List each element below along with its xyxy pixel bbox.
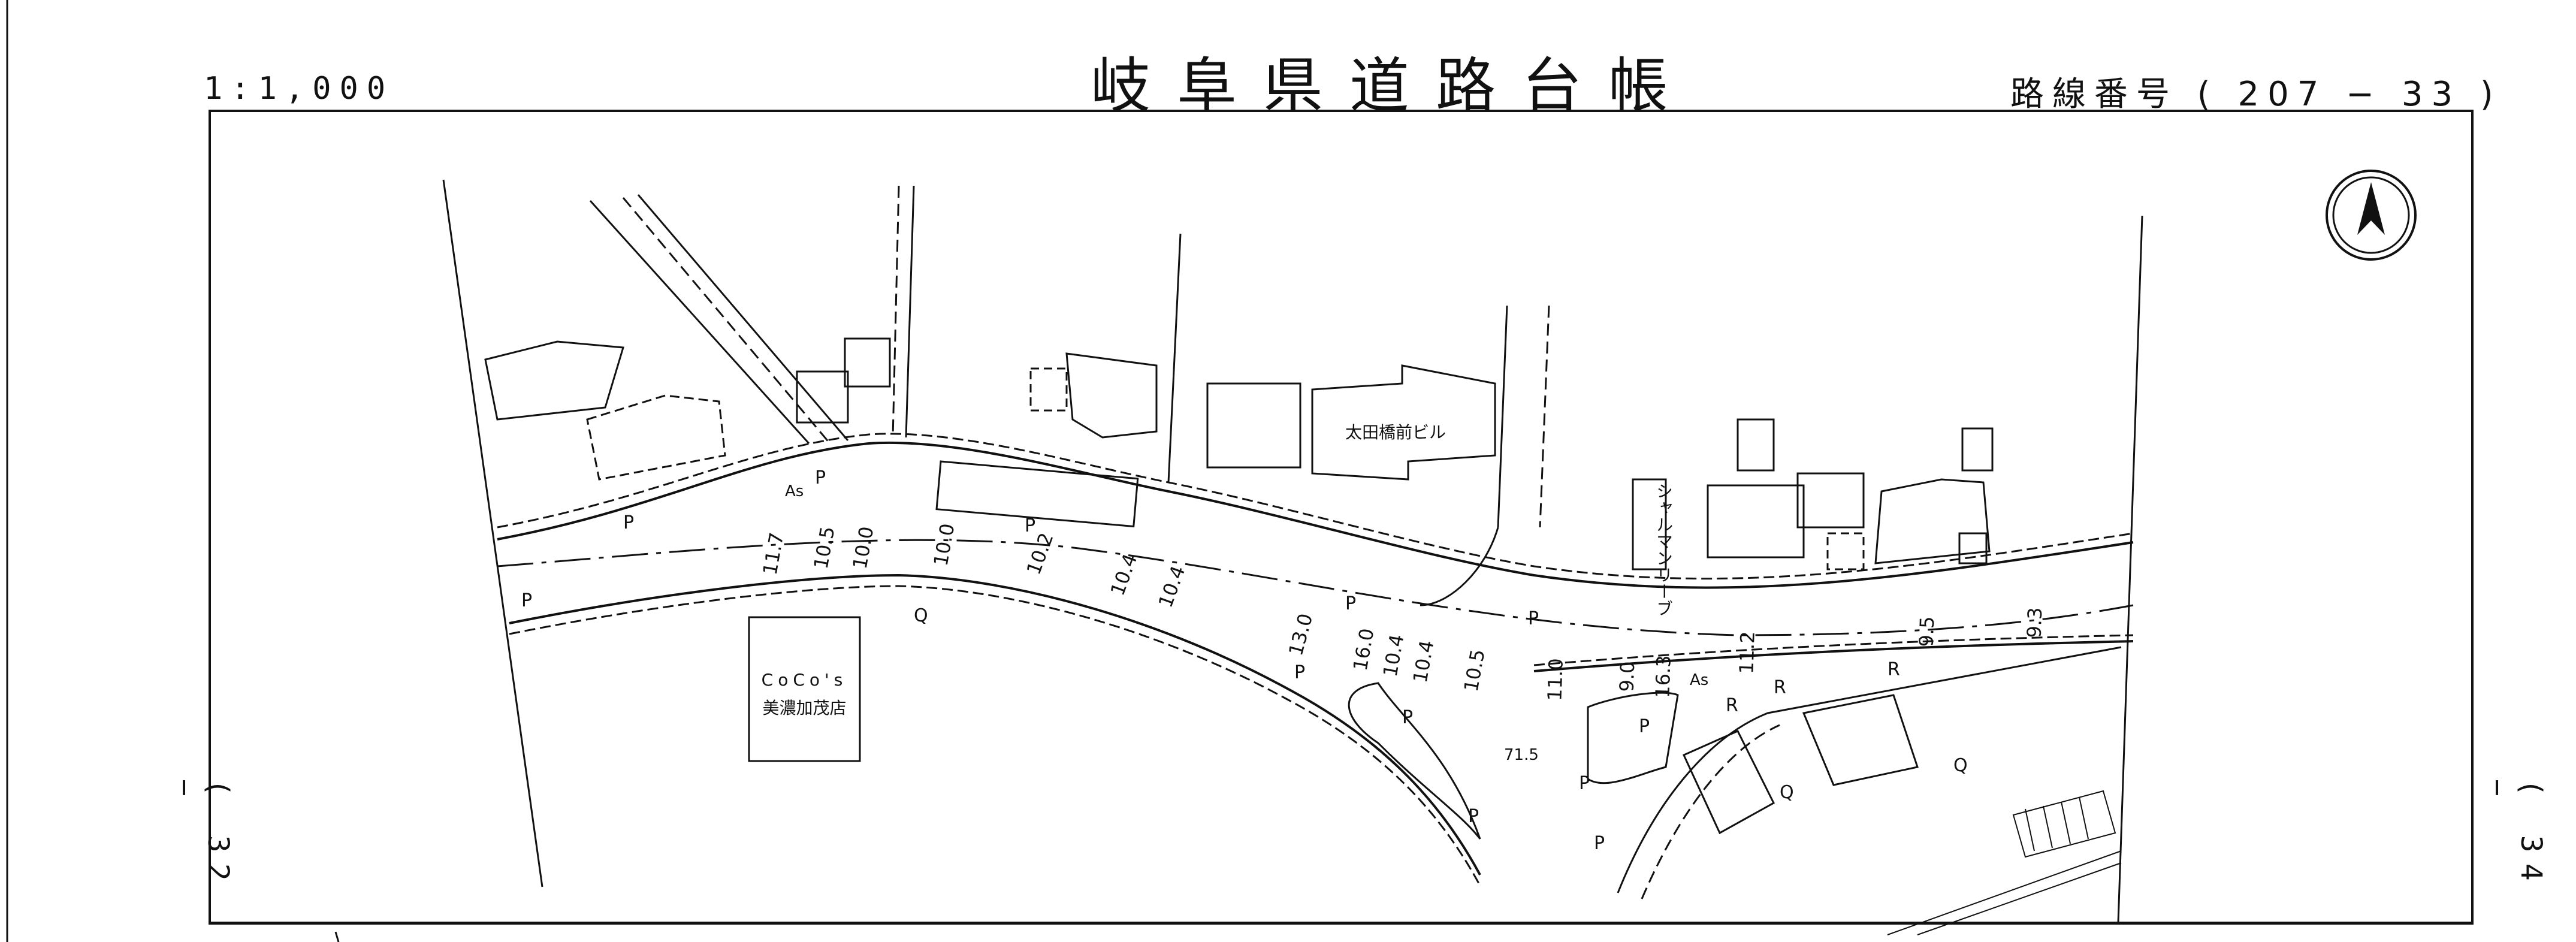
- building-sublabel-cocos: 美濃加茂店: [762, 698, 847, 718]
- map-symbol-q: Q: [1780, 782, 1794, 803]
- map-symbol-p: P: [1402, 707, 1414, 728]
- map-symbol-p: P: [1579, 773, 1590, 794]
- map-symbol-q: Q: [914, 605, 928, 626]
- building-label-cocos: CoCo's: [761, 670, 848, 690]
- map-symbol-p: P: [1294, 662, 1306, 683]
- building-label-charmant: シャルマンリーブ: [1654, 482, 1674, 617]
- map-symbol-p: P: [623, 512, 635, 533]
- map-symbol-p: P: [1639, 716, 1650, 737]
- road-width-label: 9.0: [1615, 660, 1639, 693]
- map-title: 岐阜県道路台帳: [1091, 51, 1695, 121]
- road-width-label: 11.2: [1735, 630, 1759, 675]
- map-symbol-r: R: [1726, 695, 1738, 716]
- map-symbol-r: R: [1774, 677, 1786, 698]
- map-symbol-p: P: [1025, 515, 1036, 536]
- road-width-label: 11.0: [1543, 657, 1568, 702]
- right-page-reference: ( 34 −: [2481, 779, 2548, 892]
- building-label-ota-bridge: 太田橋前ビル: [1345, 422, 1446, 442]
- road-width-label: 16.3: [1651, 654, 1675, 699]
- north-arrow-icon: [2326, 170, 2417, 261]
- map-symbol-q: Q: [1953, 755, 1968, 776]
- map-scale: 1:1,000: [204, 71, 394, 107]
- map-symbol-p: P: [521, 590, 533, 611]
- road-width-label: 9.3: [2022, 606, 2047, 639]
- map-symbol-p: P: [1594, 833, 1605, 854]
- elevation-label: 71.5: [1504, 746, 1539, 764]
- road-width-label: 9.5: [1914, 615, 1939, 648]
- map-symbol-p: P: [1528, 608, 1539, 629]
- surface-label-as: As: [1690, 671, 1709, 689]
- surface-label-as: As: [785, 482, 804, 500]
- map-symbol-r: R: [1888, 659, 1900, 680]
- map-symbol-p: P: [815, 467, 826, 488]
- route-number: 路線番号 ( 207 − 33 ): [2010, 75, 2502, 114]
- map-symbol-p: P: [1468, 806, 1479, 827]
- map-symbol-p: P: [1345, 593, 1357, 614]
- left-page-reference: ( 32 −: [168, 779, 235, 892]
